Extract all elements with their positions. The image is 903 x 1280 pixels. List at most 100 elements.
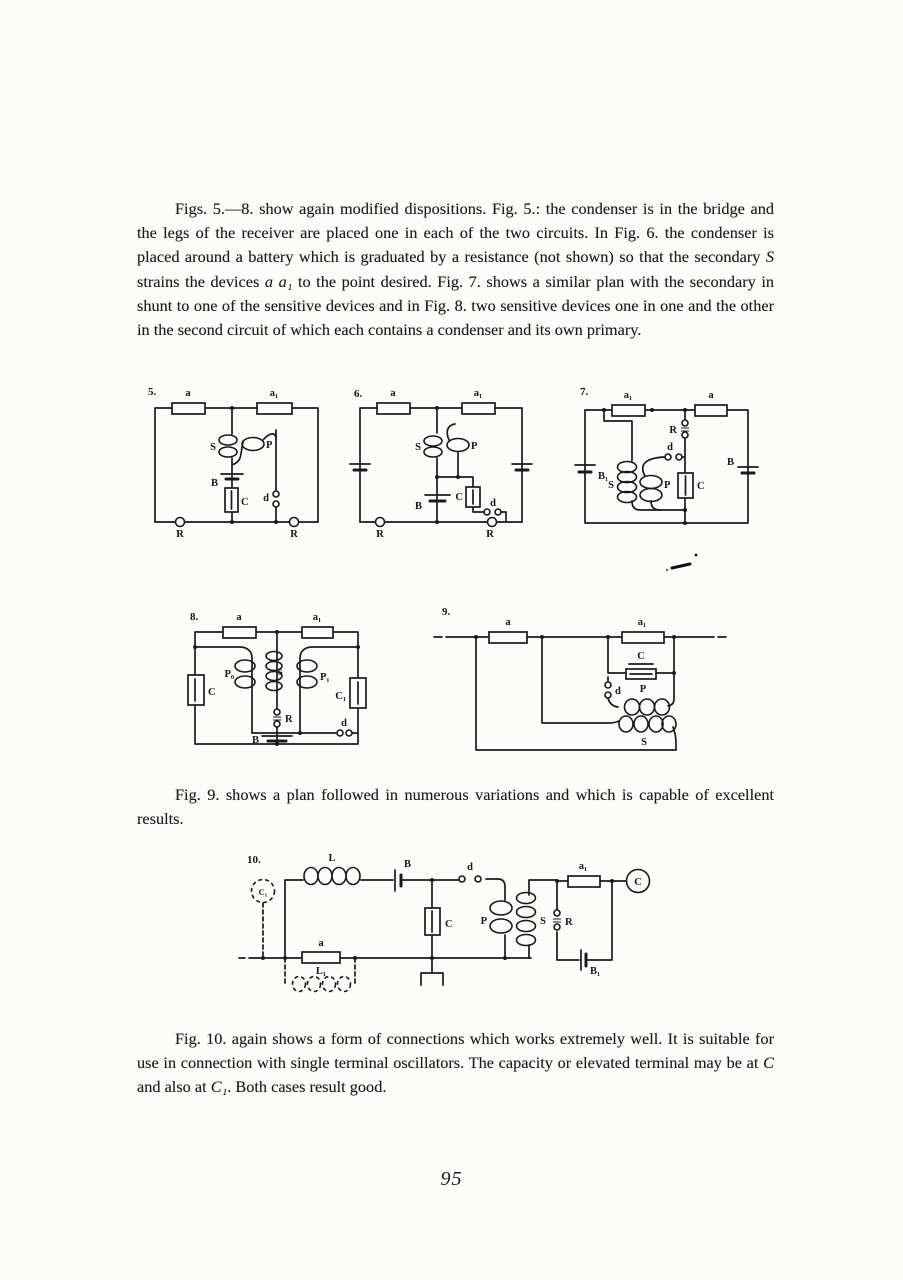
label-B: B <box>415 501 422 512</box>
label-d: d <box>341 718 347 729</box>
figure-5-circuit-diagram: 5. a a₁ S P B C <box>148 386 319 540</box>
label-R: R <box>376 529 384 540</box>
figure-8-number: 8. <box>190 611 199 623</box>
resistor-a: a <box>488 617 528 644</box>
figure-6-number: 6. <box>354 388 363 400</box>
label-S: S <box>415 442 421 453</box>
text-segment: C <box>763 1053 774 1073</box>
terminal-R-right: R <box>486 516 498 540</box>
battery-right <box>511 463 533 472</box>
battery-B: B <box>252 735 293 746</box>
label-B: B <box>727 457 734 468</box>
paragraph-fig-10: Fig. 10. again shows a form of connectio… <box>137 1027 774 1100</box>
label-R: R <box>285 714 293 725</box>
figure-10-number: 10. <box>247 854 261 866</box>
coil-S: S <box>210 434 238 458</box>
label-d: d <box>467 862 473 873</box>
label-a1: a₁ <box>313 612 321 623</box>
label-S: S <box>641 737 647 748</box>
contact-d: d <box>664 442 683 461</box>
output-terminal-C: C <box>625 868 651 894</box>
figure-9-circuit-diagram: 9. a a₁ C d P <box>433 606 727 751</box>
label-P1: P₁ <box>320 672 330 683</box>
label-a1: a₁ <box>579 861 587 872</box>
circuit-wires <box>359 407 523 523</box>
contact-R: R <box>669 419 689 439</box>
contact-R: R <box>553 909 573 931</box>
coil-L1-dashed: L₁ <box>291 966 352 993</box>
label-S: S <box>540 916 546 927</box>
resistor-a: a <box>171 388 206 415</box>
resistor-a1: a₁ <box>301 612 334 639</box>
antenna-C1: C₁ <box>250 878 276 904</box>
text-segment: strains the devices <box>137 271 265 291</box>
paragraph-fig-9: Fig. 9. shows a plan followed in numerou… <box>137 783 774 831</box>
figure-10-circuit-diagram: 10. C₁ L B d C <box>238 853 651 993</box>
label-a1: a₁ <box>270 388 278 399</box>
figure-7-circuit-diagram: 7. B₁ B a₁ a R d <box>574 386 759 525</box>
condenser-C: C <box>625 651 657 680</box>
label-d: d <box>263 493 269 504</box>
label-C-out: C <box>634 877 642 888</box>
label-P: P <box>481 916 488 927</box>
figure-8-circuit-diagram: 8. a a₁ C C₁ P₀ S <box>187 611 367 746</box>
label-R: R <box>565 917 573 928</box>
coil-S: S <box>265 650 283 692</box>
ground-symbol <box>420 957 444 986</box>
coil-S: S <box>608 460 638 504</box>
coil-P0: P₀ <box>224 659 256 689</box>
coil-P1: P₁ <box>296 659 330 689</box>
label-C: C <box>241 497 249 508</box>
label-P: P <box>471 441 478 452</box>
battery-B: B <box>394 859 411 892</box>
terminal-R-left: R <box>374 516 386 540</box>
condenser-C: C <box>224 487 249 513</box>
battery-B: B <box>415 494 451 512</box>
battery-B: B <box>211 473 244 489</box>
battery-left <box>349 463 371 472</box>
label-d: d <box>667 442 673 453</box>
coil-P: P <box>241 436 273 452</box>
condenser-C: C <box>187 674 216 706</box>
label-B: B <box>211 478 218 489</box>
label-B: B <box>404 859 411 870</box>
resistor-a: a <box>376 388 411 415</box>
text-segment: S <box>765 247 774 267</box>
label-C1: C₁ <box>259 887 268 897</box>
label-a: a <box>185 388 191 399</box>
contact-d: d <box>263 490 280 508</box>
label-d: d <box>490 498 496 509</box>
condenser-C: C <box>677 472 705 499</box>
resistor-a: a <box>222 612 257 639</box>
label-C: C <box>455 492 463 503</box>
label-a: a <box>708 390 714 401</box>
circuit-wires <box>433 636 727 751</box>
label-C: C <box>637 651 645 662</box>
resistor-a: a <box>694 390 728 417</box>
contact-d: d <box>604 681 621 699</box>
terminal-R-right: R <box>288 516 300 540</box>
resistor-a: a <box>301 938 341 964</box>
text-segment: C₁ <box>210 1077 228 1097</box>
contact-d: d <box>458 862 482 883</box>
terminal-R-left: R <box>174 516 186 540</box>
resistor-a1: a₁ <box>567 861 601 888</box>
label-R: R <box>176 529 184 540</box>
label-R: R <box>486 529 494 540</box>
label-B: B <box>252 735 259 746</box>
contact-d: d <box>483 498 502 516</box>
label-P0: P₀ <box>224 669 234 680</box>
label-B1: B₁ <box>590 966 600 977</box>
label-P: P <box>266 440 273 451</box>
label-S: S <box>278 667 283 677</box>
label-P: P <box>664 480 671 491</box>
text-segment: . Both cases result good. <box>227 1077 387 1097</box>
label-C1: C₁ <box>335 691 346 702</box>
coil-S: S <box>415 435 443 458</box>
label-a: a <box>505 617 511 628</box>
label-a1: a₁ <box>638 617 646 628</box>
resistor-a1: a₁ <box>461 388 496 415</box>
label-S: S <box>608 480 614 491</box>
coil-P: P <box>481 900 513 934</box>
